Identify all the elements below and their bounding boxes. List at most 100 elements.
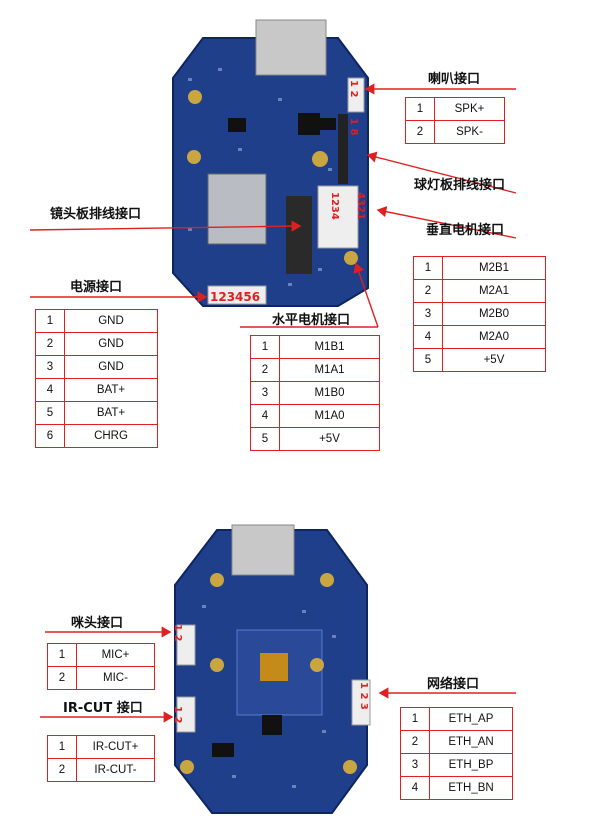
bottom-pcb-board [172, 515, 372, 815]
pin-number: 4 [413, 325, 443, 349]
top-pcb-graphic [172, 19, 369, 307]
vertical-motor-label: 垂直电机接口 [426, 223, 505, 238]
network-interface-label: 网络接口 [427, 677, 480, 692]
pin-signal: BAT+ [64, 378, 158, 402]
pin-number: 3 [250, 381, 280, 405]
pin-signal: MIC- [76, 666, 155, 690]
pin-number: 4 [35, 378, 65, 402]
ircut-interface-label: IR-CUT 接口 [63, 701, 143, 716]
pin-number: 1 [250, 335, 280, 359]
pin-row: 5+5V [413, 348, 546, 372]
horizontal-motor-label: 水平电机接口 [272, 313, 351, 328]
top-pcb-board [168, 18, 373, 308]
pin-signal: SPK- [434, 120, 505, 144]
pin-number: 3 [400, 753, 430, 777]
pin-number: 2 [35, 332, 65, 356]
vertical-motor-mark-a: 1234 [329, 192, 340, 220]
pin-number: 2 [405, 120, 435, 144]
pin-number: 2 [400, 730, 430, 754]
pin-signal: GND [64, 309, 158, 333]
pin-signal: SPK+ [434, 97, 505, 121]
pin-signal: M2A1 [442, 279, 546, 303]
pin-signal: GND [64, 332, 158, 356]
pin-signal: +5V [279, 427, 380, 451]
pin-signal: +5V [442, 348, 546, 372]
pin-number: 4 [250, 404, 280, 428]
pin-signal: M1B1 [279, 335, 380, 359]
pin-number: 2 [47, 758, 77, 782]
pin-number: 5 [35, 401, 65, 425]
pin-number: 2 [47, 666, 77, 690]
pin-signal: ETH_BP [429, 753, 513, 777]
pin-signal: M2A0 [442, 325, 546, 349]
bottom-pcb-graphic [174, 524, 371, 814]
pin-signal: IR-CUT- [76, 758, 155, 782]
pin-number: 1 [400, 707, 430, 731]
pin-number: 2 [413, 279, 443, 303]
pin-signal: M2B1 [442, 256, 546, 280]
mic-connector-mark: 1 2 [172, 624, 183, 642]
ballboard-connector-mark: 1 8 [348, 118, 359, 136]
pin-number: 1 [47, 735, 77, 759]
pin-number: 3 [35, 355, 65, 379]
pin-signal: ETH_BN [429, 776, 513, 800]
pin-signal: MIC+ [76, 643, 155, 667]
pin-signal: ETH_AP [429, 707, 513, 731]
ballboard-interface-label: 球灯板排线接口 [414, 178, 506, 193]
ircut-connector-mark: 1 2 [172, 706, 183, 724]
pin-signal: GND [64, 355, 158, 379]
vertical-motor-mark-b: 4321 [355, 192, 366, 220]
pin-signal: M1B0 [279, 381, 380, 405]
speaker-connector-mark: 1 2 [348, 80, 359, 98]
pin-signal: ETH_AN [429, 730, 513, 754]
pin-number: 2 [250, 358, 280, 382]
pin-row: 5+5V [250, 427, 380, 451]
pin-number: 1 [35, 309, 65, 333]
pin-number: 5 [413, 348, 443, 372]
pin-number: 1 [405, 97, 435, 121]
pin-signal: CHRG [64, 424, 158, 448]
pin-number: 3 [413, 302, 443, 326]
pin-signal: IR-CUT+ [76, 735, 155, 759]
power-interface-label: 电源接口 [70, 280, 123, 295]
pin-signal: BAT+ [64, 401, 158, 425]
speaker-interface-label: 喇叭接口 [428, 72, 481, 87]
pin-signal: M1A0 [279, 404, 380, 428]
pin-number: 1 [413, 256, 443, 280]
network-connector-mark: 1 2 3 [358, 682, 369, 710]
power-connector-mark: 123456 [210, 290, 261, 304]
pin-signal: M2B0 [442, 302, 546, 326]
pin-signal: M1A1 [279, 358, 380, 382]
mic-interface-label: 咪头接口 [71, 616, 124, 631]
